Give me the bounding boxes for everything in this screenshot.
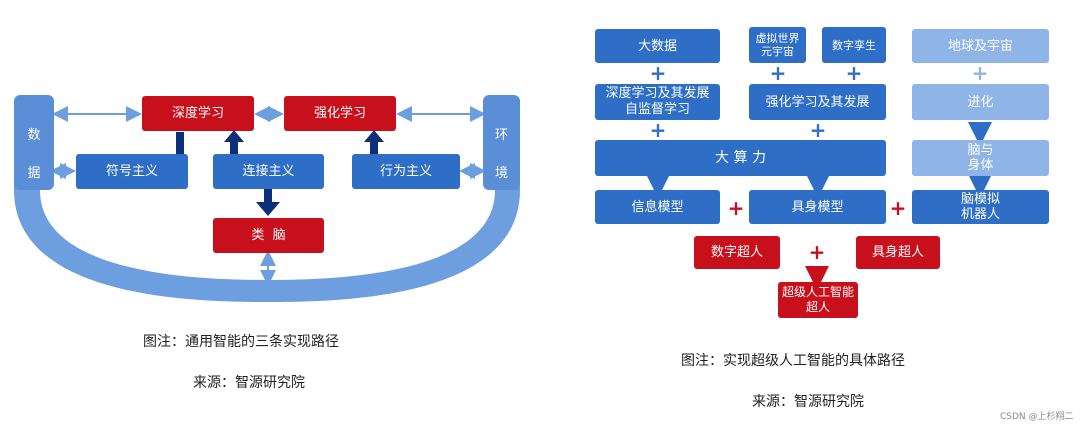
reinforcement-learning-box: 强化学习 <box>284 96 396 131</box>
brain-body-box: 脑与 身体 <box>912 140 1049 176</box>
data-pillar-char-1: 数 <box>27 128 41 143</box>
right-source: 来源：智源研究院 <box>752 394 864 410</box>
csdn-watermark: CSDN @上杉翔二 <box>1000 412 1074 422</box>
behaviorism-box: 行为主义 <box>352 154 460 189</box>
plus-bigdata-deep: + <box>649 61 667 85</box>
environment-pillar-char-2: 境 <box>494 166 508 181</box>
embodied-model-box: 具身模型 <box>749 190 886 224</box>
data-pillar-char-2: 据 <box>27 166 41 181</box>
brain-robot-box: 脑模拟 机器人 <box>912 190 1049 224</box>
environment-pillar-char-1: 环 <box>494 128 508 143</box>
info-model-box: 信息模型 <box>595 190 720 224</box>
left-caption: 图注：通用智能的三条实现路径 <box>143 334 339 350</box>
plus-twin-rl: + <box>845 61 863 85</box>
plus-rl-compute: + <box>809 118 827 142</box>
symbolism-box: 符号主义 <box>76 154 188 189</box>
environment-pillar: 环 境 <box>483 95 520 190</box>
big-data-box: 大数据 <box>595 29 720 63</box>
connectionism-box: 连接主义 <box>213 154 324 189</box>
deep-learning-box: 深度学习 <box>142 96 254 131</box>
evolution-box: 进化 <box>912 84 1049 120</box>
plus-info-embodied: + <box>727 196 745 220</box>
environment-data-arc <box>14 175 520 302</box>
navy-arrow-connect-brain <box>256 188 280 216</box>
digital-twin-box: 数字孪生 <box>822 27 886 63</box>
plus-virtual-rl: + <box>769 61 787 85</box>
plus-deep-compute: + <box>649 118 667 142</box>
data-pillar: 数 据 <box>14 95 54 190</box>
virtual-world-box: 虚拟世界 元宇宙 <box>749 27 806 63</box>
navy-arrow-behavior-rl <box>364 130 384 154</box>
agi-superhuman-box: 超级人工智能 超人 <box>778 282 858 318</box>
plus-earth-evolution: + <box>971 61 989 85</box>
brain-like-box: 类 脑 <box>213 218 324 253</box>
left-source: 来源：智源研究院 <box>193 375 305 391</box>
plus-embodied-robot: + <box>889 196 907 220</box>
earth-universe-box: 地球及宇宙 <box>912 29 1049 63</box>
navy-arrow-connect-deep <box>224 130 244 154</box>
plus-superhumans: + <box>808 240 826 264</box>
digital-superhuman-box: 数字超人 <box>694 236 780 269</box>
compute-bar: 大 算 力 <box>595 140 886 176</box>
embodied-superhuman-box: 具身超人 <box>856 236 940 269</box>
rl-dev-box: 强化学习及其发展 <box>749 84 886 120</box>
deep-learning-dev-box: 深度学习及其发展 自监督学习 <box>595 84 720 120</box>
right-caption: 图注：实现超级人工智能的具体路径 <box>681 353 905 369</box>
navy-arrow-symbol-deep <box>176 132 184 154</box>
